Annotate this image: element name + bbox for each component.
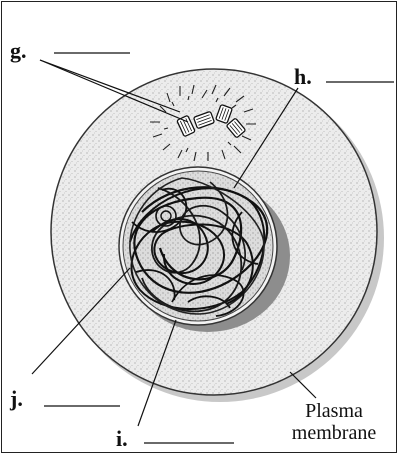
label-j: j. — [10, 386, 23, 412]
caption-line-1: Plasma — [272, 400, 396, 422]
label-h: h. — [294, 64, 312, 90]
plasma-membrane-caption: Plasma membrane — [272, 400, 396, 444]
caption-line-2: membrane — [272, 422, 396, 444]
cell-illustration — [2, 2, 397, 453]
label-i: i. — [116, 426, 128, 452]
label-g: g. — [10, 38, 27, 64]
nuclear-envelope-inner — [123, 171, 273, 321]
cell-diagram: g. h. j. i. Plasma membrane — [1, 1, 397, 453]
